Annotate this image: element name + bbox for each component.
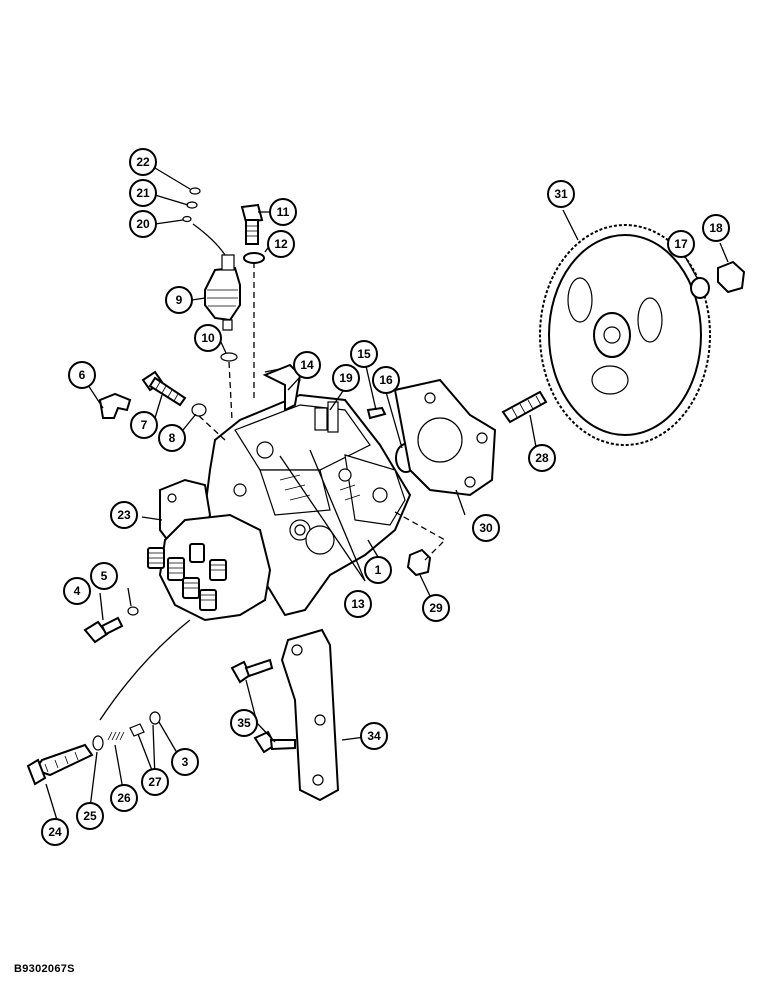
- callout-label: 34: [367, 729, 381, 743]
- callout-9: 9: [165, 286, 193, 314]
- callout-14: 14: [293, 351, 321, 379]
- callout-26: 26: [110, 784, 138, 812]
- callout-16: 16: [372, 366, 400, 394]
- figure-reference-code: B9302067S: [14, 963, 75, 975]
- injector-line-fitting: [26, 743, 94, 786]
- callout-30: 30: [472, 514, 500, 542]
- callout-4: 4: [63, 577, 91, 605]
- callout-label: 7: [141, 418, 148, 432]
- gear-nut: [717, 260, 746, 294]
- callout-10: 10: [194, 324, 222, 352]
- callout-6: 6: [68, 361, 96, 389]
- callout-label: 11: [277, 205, 290, 219]
- callout-label: 14: [300, 358, 314, 372]
- callout-13: 13: [344, 590, 372, 618]
- callout-15: 15: [350, 340, 378, 368]
- delivery-valve-fittings: [147, 543, 227, 611]
- callout-label: 19: [339, 371, 353, 385]
- callout-label: 35: [237, 716, 251, 730]
- distributor-head: [147, 478, 272, 622]
- banjo-bolt: [240, 203, 264, 245]
- callout-label: 27: [148, 775, 162, 789]
- callout-1: 1: [364, 556, 392, 584]
- callout-label: 25: [83, 809, 97, 823]
- callout-label: 5: [101, 569, 108, 583]
- lock-washer: [690, 277, 710, 299]
- callout-label: 15: [357, 347, 371, 361]
- control-lever: [262, 363, 302, 412]
- callout-24: 24: [41, 818, 69, 846]
- pump-drive-gear: [539, 224, 711, 446]
- callout-label: 31: [554, 187, 568, 201]
- callout-18: 18: [702, 214, 730, 242]
- callout-label: 29: [429, 601, 443, 615]
- callout-label: 6: [79, 368, 86, 382]
- callout-34: 34: [360, 722, 388, 750]
- callout-12: 12: [267, 230, 295, 258]
- sealing-washer: [243, 252, 265, 264]
- callout-label: 24: [48, 825, 62, 839]
- callout-label: 20: [136, 217, 150, 231]
- callout-31: 31: [547, 180, 575, 208]
- callout-label: 12: [274, 237, 288, 251]
- fitting-spring: [107, 731, 125, 741]
- callout-11: 11: [269, 198, 297, 226]
- callout-label: 28: [535, 451, 549, 465]
- callout-23: 23: [110, 501, 138, 529]
- callout-21: 21: [129, 179, 157, 207]
- callout-label: 10: [201, 331, 215, 345]
- callout-label: 23: [117, 508, 131, 522]
- flange-nut: [406, 548, 432, 577]
- callout-label: 1: [375, 563, 382, 577]
- line-route: [99, 619, 191, 721]
- callout-29: 29: [422, 594, 450, 622]
- callout-label: 3: [182, 755, 189, 769]
- callout-label: 30: [479, 521, 493, 535]
- fuel-shutoff-solenoid: [204, 254, 241, 331]
- fitting-washer: [127, 606, 139, 616]
- callout-label: 18: [709, 221, 723, 235]
- callout-label: 17: [674, 237, 688, 251]
- callout-3: 3: [171, 748, 199, 776]
- o-ring: [220, 352, 238, 362]
- woodruff-key: [366, 406, 387, 420]
- callout-25: 25: [76, 802, 104, 830]
- callout-label: 22: [136, 155, 150, 169]
- wire-lead: [192, 223, 226, 256]
- callout-label: 26: [117, 791, 131, 805]
- assembly-lines: [198, 262, 447, 561]
- callout-label: 16: [379, 373, 393, 387]
- mounting-stud: [501, 390, 548, 424]
- callout-label: 4: [74, 584, 81, 598]
- callout-leaders: [45, 167, 729, 821]
- callout-label: 21: [136, 186, 150, 200]
- callout-19: 19: [332, 364, 360, 392]
- support-bracket: [280, 628, 340, 802]
- terminal-hardware: [182, 187, 201, 223]
- adjusting-screw: [141, 370, 187, 407]
- fitting-cap: [149, 711, 161, 725]
- fitting-valve: [129, 723, 145, 737]
- screw-washer: [191, 403, 207, 417]
- bracket-bolt-upper: [230, 658, 274, 684]
- callout-20: 20: [129, 210, 157, 238]
- callout-28: 28: [528, 444, 556, 472]
- callout-8: 8: [158, 424, 186, 452]
- callout-35: 35: [230, 709, 258, 737]
- callout-22: 22: [129, 148, 157, 176]
- fitting-seal: [92, 735, 104, 751]
- pump-gasket: [393, 378, 497, 497]
- callout-5: 5: [90, 562, 118, 590]
- clip-bracket: [98, 392, 132, 419]
- fitting-bolt: [83, 616, 124, 644]
- callout-7: 7: [130, 411, 158, 439]
- callout-label: 8: [169, 431, 176, 445]
- callout-label: 9: [176, 293, 183, 307]
- callout-17: 17: [667, 230, 695, 258]
- callout-27: 27: [141, 768, 169, 796]
- callout-label: 13: [351, 597, 365, 611]
